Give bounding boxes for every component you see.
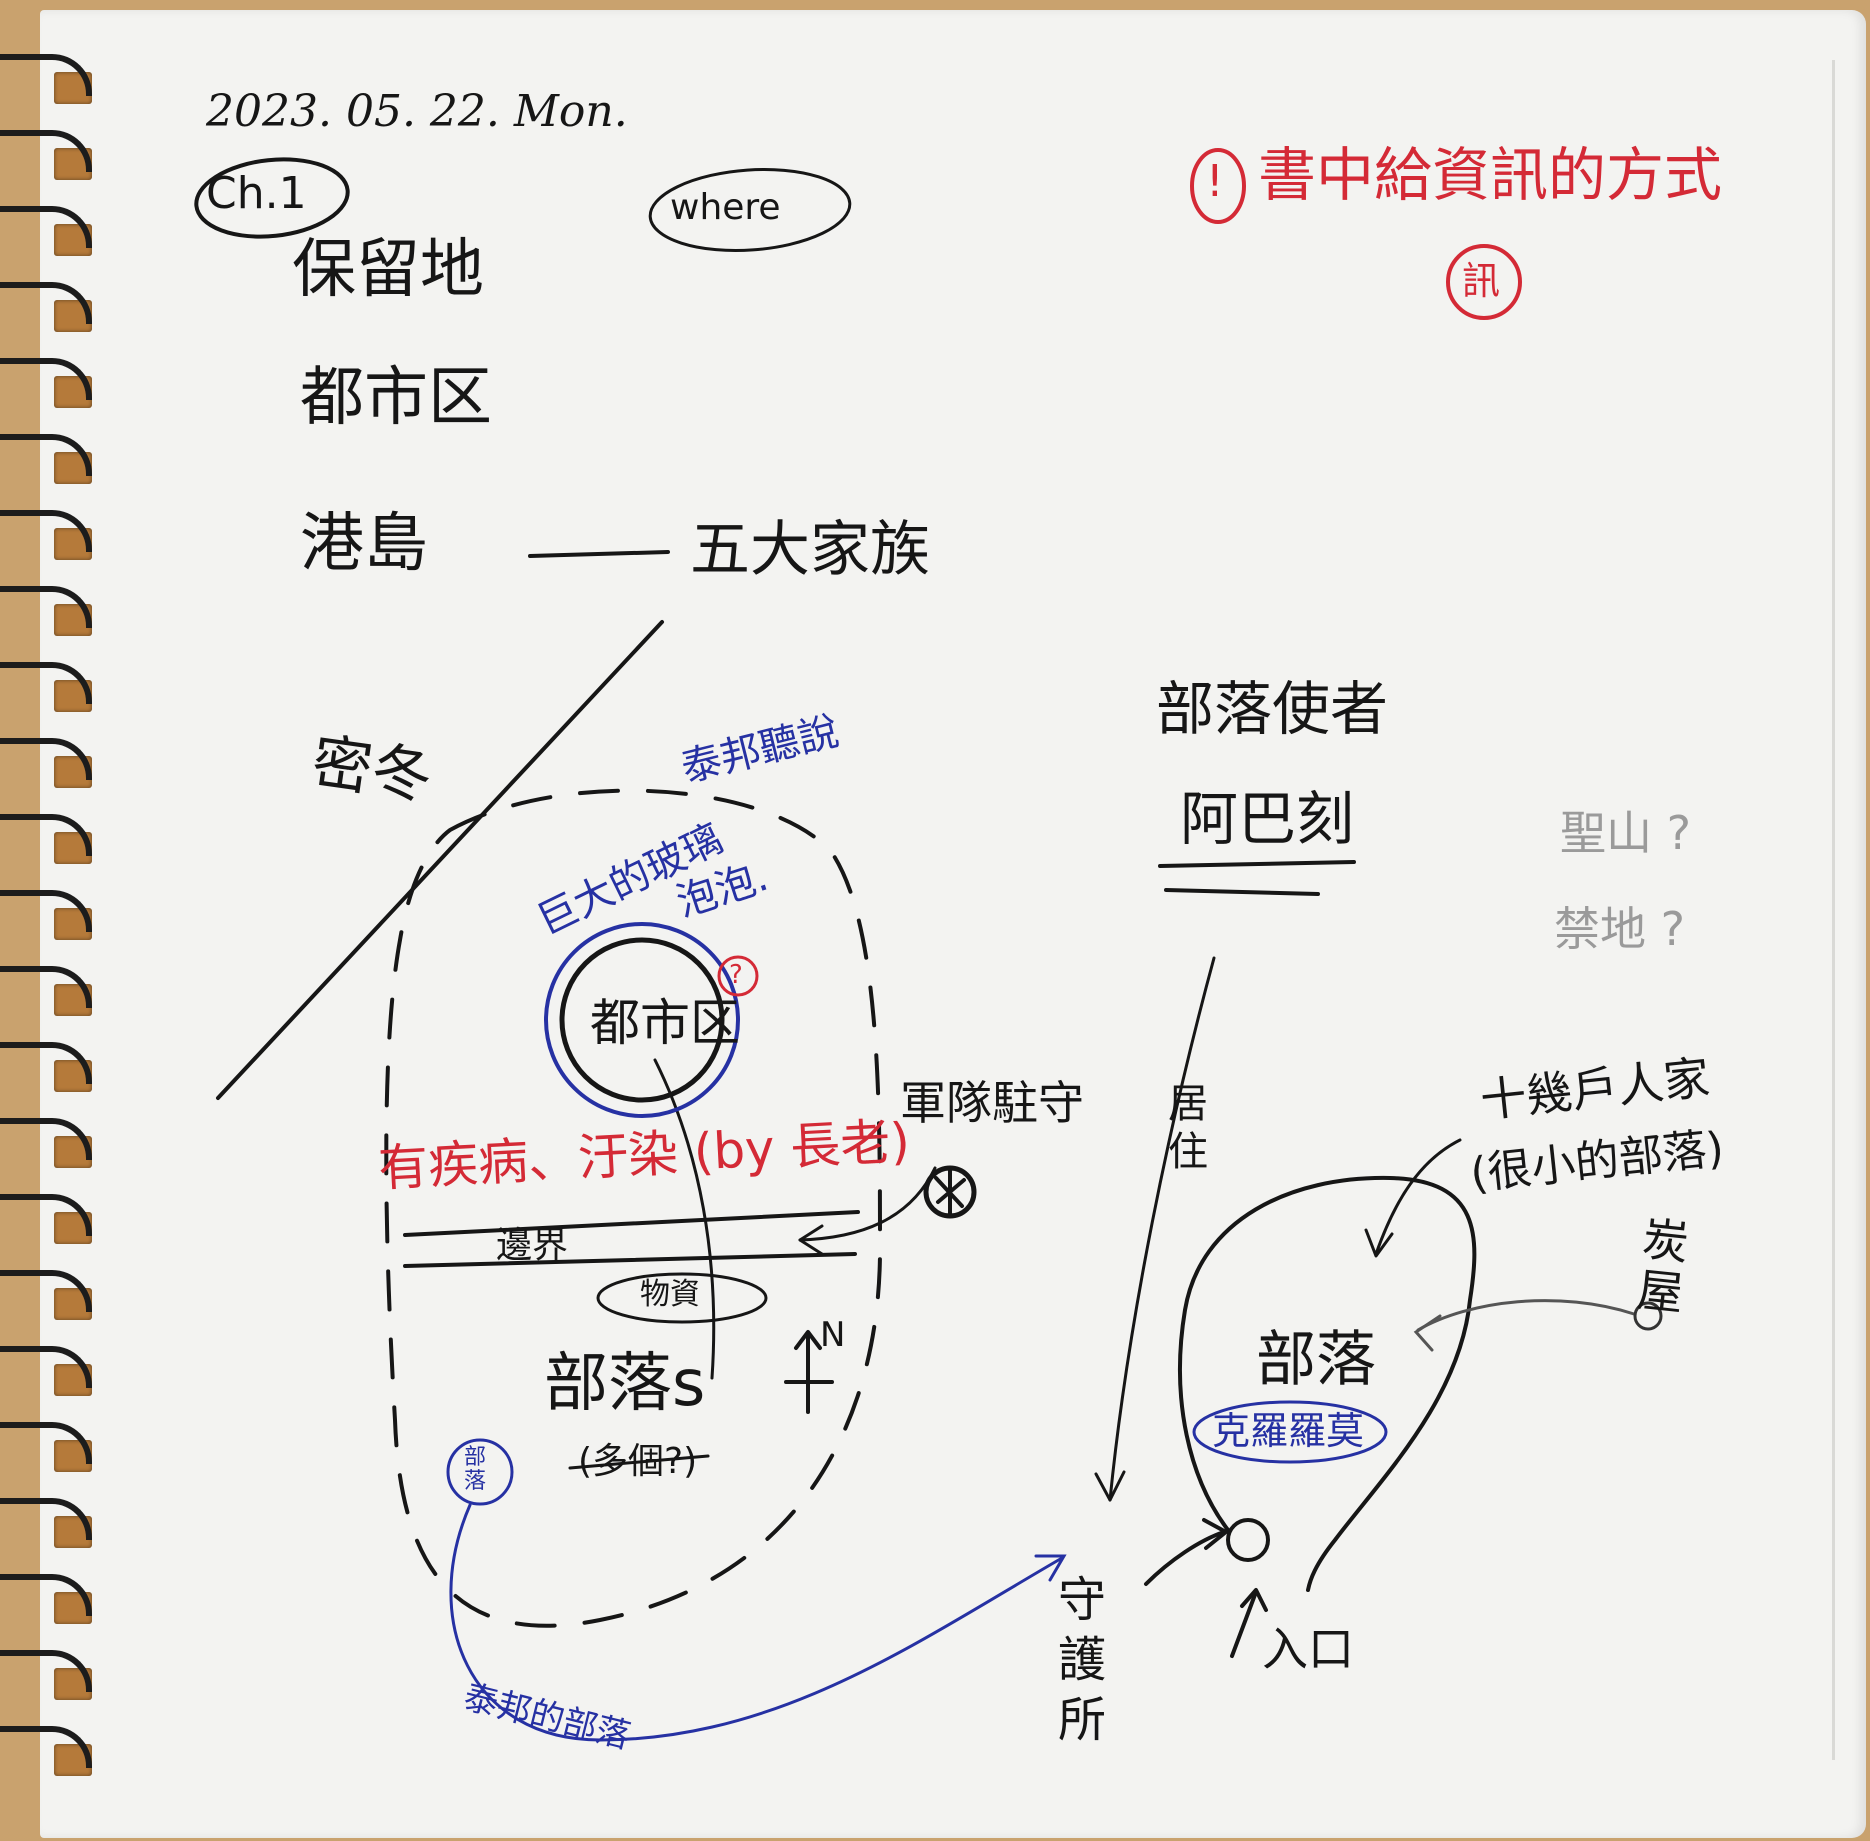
guard-arrow (1144, 1530, 1226, 1586)
small-tribe-label: 部落 (464, 1445, 487, 1495)
note-sub: 訊 (1462, 259, 1501, 303)
note-sub-circle (1446, 244, 1522, 320)
place-reserve: 保留地 (292, 233, 484, 307)
guard-post-label: 守護所 (1058, 1572, 1107, 1748)
goods-oval (596, 1272, 768, 1324)
note-mark: ! (1206, 156, 1224, 207)
place-harbor: 港島 (300, 507, 428, 581)
city-label: 都市区 (590, 994, 740, 1052)
envoy-label: 部落使者 (1156, 675, 1389, 743)
border-line-top (403, 1210, 860, 1237)
question-mark: ? (729, 960, 743, 990)
live-arrowhead (1094, 1470, 1126, 1502)
compass-arrowhead (794, 1330, 822, 1350)
tribes-note: (多個?) (578, 1441, 698, 1482)
paper-sheet (40, 10, 1866, 1838)
households-arrow (1374, 1138, 1462, 1256)
taibang-curve (449, 1503, 1064, 1742)
connector-dash (528, 550, 670, 558)
note-mark-oval (1190, 148, 1246, 224)
where-oval (648, 167, 852, 253)
sacred-mountain: 聖山 ? (1560, 806, 1692, 860)
entrance-label: 入口 (1262, 1622, 1354, 1676)
goods-label: 物資 (640, 1277, 700, 1312)
entrance-circle (1226, 1518, 1270, 1562)
city-circle (559, 937, 725, 1103)
diagonal-divider (216, 620, 664, 1100)
military-label: 軍隊駐守 (900, 1076, 1084, 1130)
forbidden-land: 禁地 ? (1554, 902, 1686, 956)
tribe-name-oval (1192, 1400, 1388, 1464)
tribe-name: 克羅羅莫 (1212, 1409, 1365, 1453)
taibang-arrowhead (1034, 1554, 1067, 1582)
strike-line (568, 1454, 710, 1470)
question-circle (717, 955, 759, 997)
chapter-oval (194, 157, 350, 239)
place-city: 都市区 (300, 361, 492, 435)
right-tribe-label: 部落 (1256, 1325, 1376, 1395)
date-text: 2023. 05. 22. Mon. (206, 86, 628, 137)
note-text: 書中給資訊的方式 (1258, 141, 1723, 209)
tribes-label: 部落s (544, 1347, 706, 1421)
tribe-outline (1178, 1175, 1477, 1592)
envoy-underline-1 (1158, 860, 1356, 868)
bubble-circle (544, 922, 740, 1118)
border-line-bottom (403, 1252, 857, 1268)
where-tag: where (670, 187, 781, 228)
five-families: 五大家族 (690, 515, 930, 585)
military-arrowhead (798, 1224, 824, 1256)
entrance-arrow (1230, 1590, 1258, 1658)
military-scribble (934, 1168, 966, 1216)
guard-arrowhead (1202, 1518, 1228, 1550)
north-label: N (820, 1315, 846, 1355)
border-label: 邊界 (496, 1225, 569, 1266)
envoy-name: 阿巴刻 (1180, 785, 1355, 853)
small-tribe-circle (446, 1438, 514, 1506)
entrance-arrowhead (1240, 1588, 1268, 1612)
charcoal-arrow (1416, 1299, 1636, 1332)
dashed-region (384, 788, 882, 1628)
envoy-underline-2 (1164, 888, 1320, 896)
live-label: 居住 (1168, 1081, 1208, 1175)
paper-edge (1832, 60, 1835, 1760)
households-arrowhead (1364, 1228, 1394, 1258)
city-to-tribe-line (653, 1058, 716, 1380)
live-arrow (1108, 956, 1216, 1502)
charcoal-arrowhead (1413, 1314, 1442, 1352)
charcoal-label: 炭屋 (1634, 1211, 1692, 1321)
military-arrow (798, 1166, 937, 1242)
charcoal-dot (1633, 1301, 1663, 1331)
label-midong: 密冬 (307, 726, 437, 814)
chapter-text: Ch.1 (206, 168, 307, 219)
